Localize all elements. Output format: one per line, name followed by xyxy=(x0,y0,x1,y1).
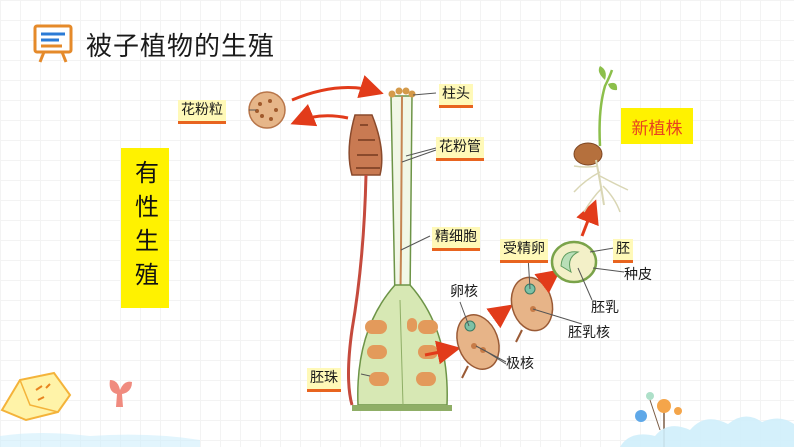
pollen-grain-tag: 花粉粒 xyxy=(178,100,226,124)
seed xyxy=(550,240,598,284)
tree-decoration xyxy=(635,392,682,447)
fertilized-ovule xyxy=(510,276,554,343)
ovule-tag: 胚珠 xyxy=(307,368,341,392)
seed-coat-label: 种皮 xyxy=(624,267,652,283)
sexual-reproduction-box: 有性生殖 xyxy=(121,148,169,308)
egg-nucleus-label: 卵核 xyxy=(450,284,478,300)
pollen-tube-tag: 花粉管 xyxy=(436,137,484,161)
embryo-tag: 胚 xyxy=(613,239,633,263)
plant-decoration xyxy=(109,380,132,407)
new-plant-label: 新植株 xyxy=(621,108,693,144)
board-icon xyxy=(33,24,73,63)
page-title: 被子植物的生殖 xyxy=(86,32,276,62)
cloud-decoration xyxy=(620,416,794,447)
fertilized-egg-tag: 受精卵 xyxy=(500,239,548,263)
polar-nuclei-label: 极核 xyxy=(506,356,534,372)
seedling xyxy=(573,66,629,213)
sexual-reproduction-label: 有性生殖 xyxy=(130,160,159,296)
endosperm-label: 胚乳 xyxy=(591,300,619,316)
stigma-tag: 柱头 xyxy=(439,84,473,108)
endosperm-nucleus-label: 胚乳核 xyxy=(568,325,610,341)
pistil xyxy=(352,87,452,411)
ovule xyxy=(456,314,500,379)
sperm-cell-tag: 精细胞 xyxy=(432,227,480,251)
book-decoration xyxy=(0,371,72,422)
anther xyxy=(347,114,383,406)
